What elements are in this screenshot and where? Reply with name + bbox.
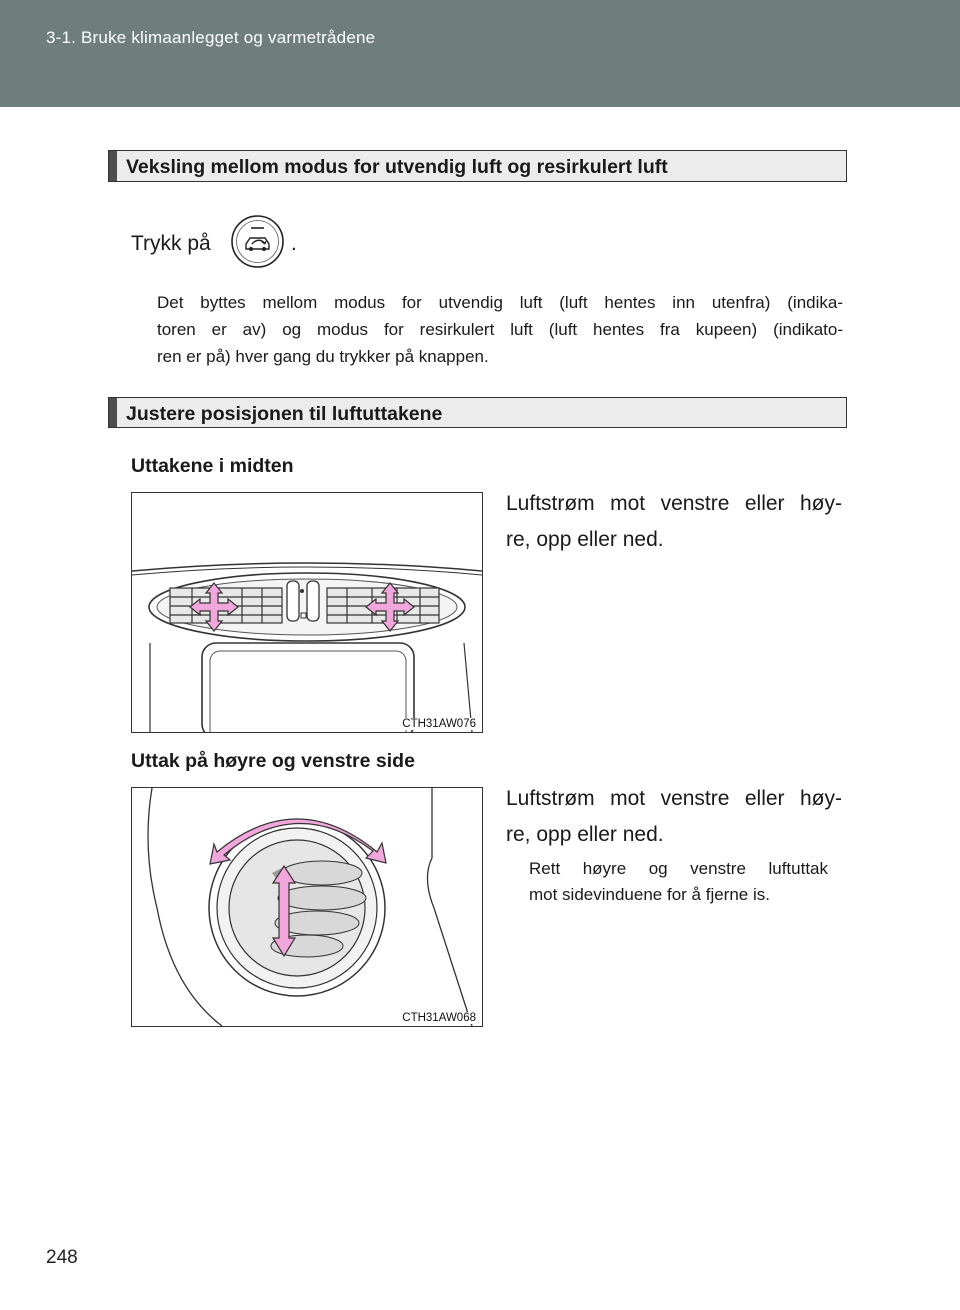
text-line: re, opp eller ned. bbox=[506, 823, 664, 846]
description-line: toren er av) og modus for resirkulert lu… bbox=[157, 320, 843, 339]
side-vents-illustration bbox=[147, 788, 473, 1026]
heading-text: Justere posisjonen til luftuttakene bbox=[126, 403, 443, 425]
side-vents-text: Luftstrøm mot venstre eller høy- re, opp… bbox=[506, 781, 842, 853]
note-line: Rett høyre og venstre luftuttak bbox=[529, 859, 828, 878]
figure-code: CTH31AW068 bbox=[400, 1012, 478, 1024]
center-vents-text: Luftstrøm mot venstre eller høy- re, opp… bbox=[506, 486, 842, 558]
text-line: Luftstrøm mot venstre eller høy- bbox=[506, 787, 842, 810]
figure-code: CTH31AW076 bbox=[400, 718, 478, 730]
center-vents-figure: CTH31AW076 bbox=[131, 492, 483, 733]
note-line: mot sidevinduene for å fjerne is. bbox=[529, 885, 770, 904]
heading-bar bbox=[109, 151, 117, 181]
description-line: Det byttes mellom modus for utvendig luf… bbox=[157, 293, 843, 312]
center-vents-illustration bbox=[132, 562, 482, 732]
side-vents-figure: CTH31AW068 bbox=[131, 787, 483, 1027]
recirculation-button-icon bbox=[231, 215, 284, 268]
heading-text: Veksling mellom modus for utvendig luft … bbox=[126, 156, 668, 178]
section-title: 3-1. Bruke klimaanlegget og varmetrådene bbox=[46, 28, 376, 47]
description-line: ren er på) hver gang du trykker på knapp… bbox=[157, 347, 489, 366]
page-header: 3-1. Bruke klimaanlegget og varmetrådene bbox=[0, 0, 960, 107]
text-line: Luftstrøm mot venstre eller høy- bbox=[506, 492, 842, 515]
press-suffix: . bbox=[291, 232, 297, 255]
side-vents-note: Rett høyre og venstre luftuttak mot side… bbox=[529, 856, 828, 908]
center-vents-title: Uttakene i midten bbox=[131, 455, 294, 477]
heading-bar bbox=[109, 398, 117, 427]
text-line: re, opp eller ned. bbox=[506, 528, 664, 551]
side-vents-title: Uttak på høyre og venstre side bbox=[131, 750, 415, 772]
mode-description: Det byttes mellom modus for utvendig luf… bbox=[157, 289, 843, 370]
page-number: 248 bbox=[46, 1247, 78, 1268]
heading-vent-position: Justere posisjonen til luftuttakene bbox=[108, 397, 847, 428]
press-prefix: Trykk på bbox=[131, 232, 211, 255]
heading-air-mode: Veksling mellom modus for utvendig luft … bbox=[108, 150, 847, 182]
